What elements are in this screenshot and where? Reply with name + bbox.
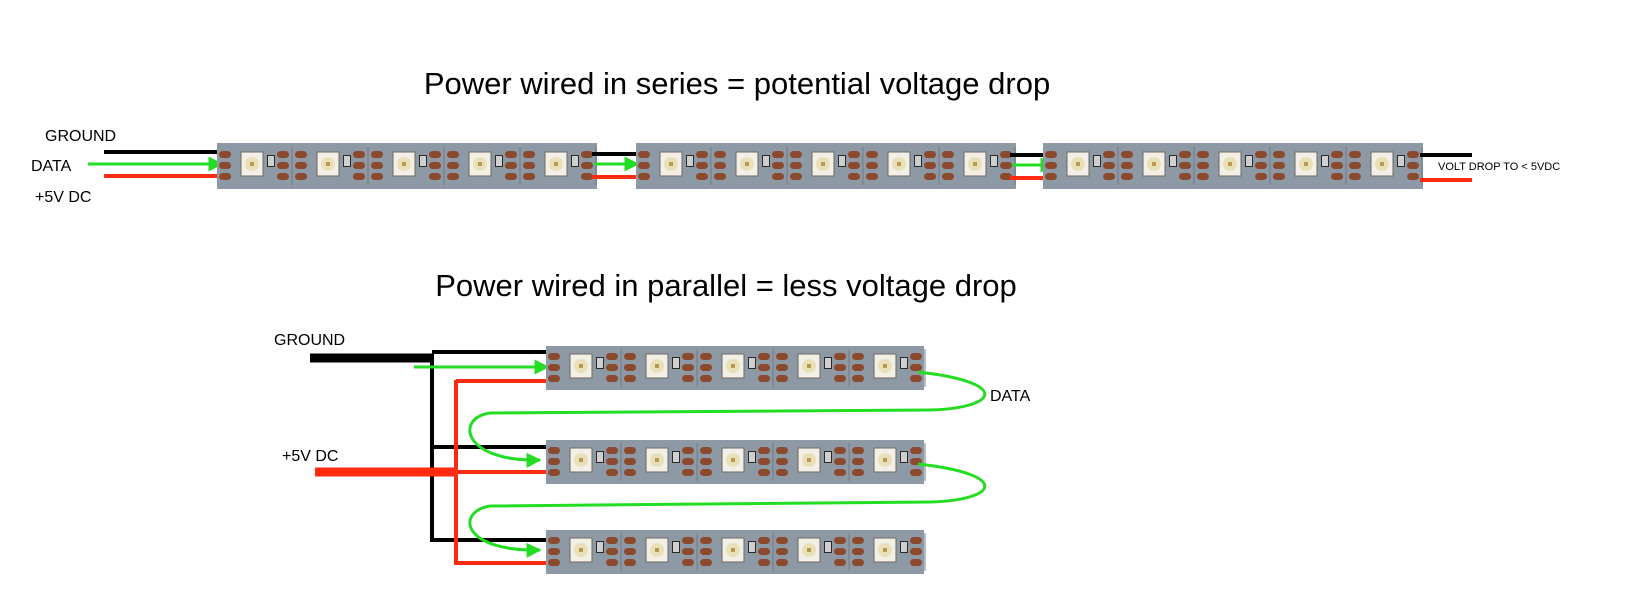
parallel-data-label: DATA <box>990 388 1031 405</box>
parallel-power-bus <box>315 379 552 565</box>
parallel-power-label: +5V DC <box>282 448 338 465</box>
parallel-title: Power wired in parallel = less voltage d… <box>435 268 1017 303</box>
parallel-ground-label: GROUND <box>274 332 345 349</box>
parallel-data-loops <box>468 370 987 558</box>
led-strip-icon <box>545 528 927 576</box>
parallel-ground-bus <box>310 350 552 542</box>
led-strip-icon <box>635 142 1017 190</box>
led-strip-icon <box>545 438 927 486</box>
series-power-label: +5V DC <box>35 189 91 206</box>
volt-drop-label: VOLT DROP TO < 5VDC <box>1438 161 1560 173</box>
series-ground-label: GROUND <box>45 128 116 145</box>
series-title: Power wired in series = potential voltag… <box>424 66 1050 101</box>
series-data-label: DATA <box>31 158 72 175</box>
led-strip-icon <box>216 142 598 190</box>
led-strip-icon <box>1042 142 1424 190</box>
led-strip-icon <box>545 344 927 392</box>
